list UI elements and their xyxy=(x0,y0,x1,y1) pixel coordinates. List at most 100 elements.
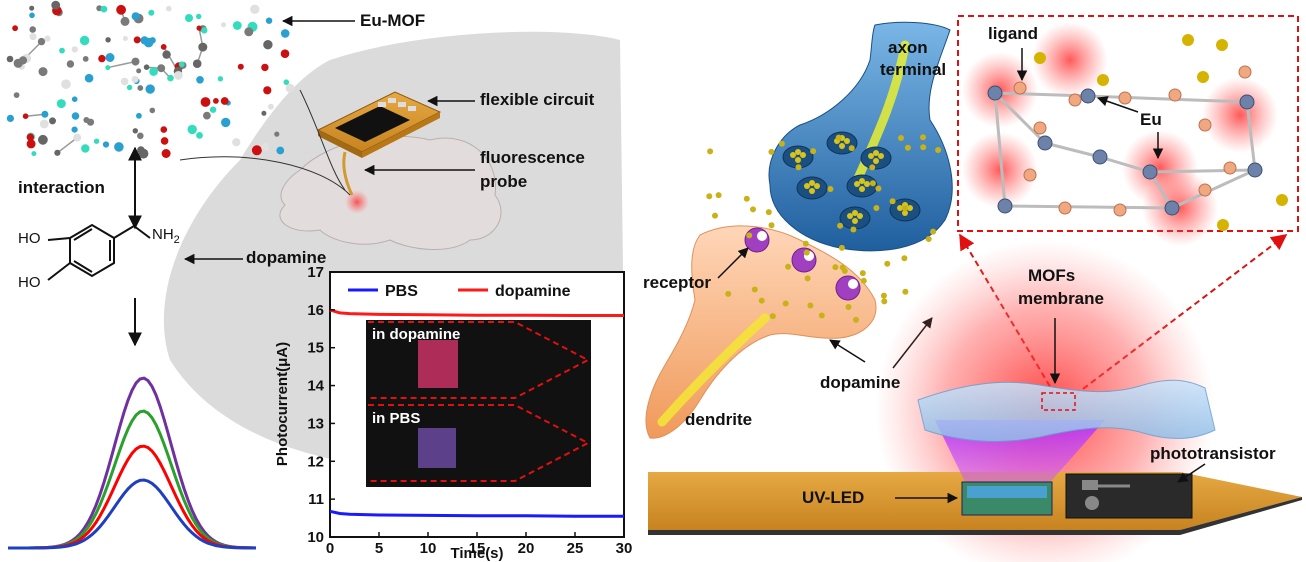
eu-glow xyxy=(962,132,1038,208)
ligand-node xyxy=(1013,81,1027,95)
dopamine-dot xyxy=(860,277,867,284)
vesicle-dopamine xyxy=(814,183,820,189)
crystal-atom xyxy=(120,16,130,26)
dendrite-label: dendrite xyxy=(685,410,753,429)
dopamine-dot xyxy=(746,232,753,239)
dopamine-dot xyxy=(807,302,814,309)
guest-dopamine xyxy=(1197,71,1209,83)
dopamine-dot xyxy=(902,205,908,212)
guest-dopamine xyxy=(1276,194,1288,206)
eu-node xyxy=(1247,162,1263,178)
crystal-atom xyxy=(143,64,150,70)
crystal-atom xyxy=(149,67,158,76)
spectrum-curve xyxy=(8,478,256,550)
crystal-atom xyxy=(192,59,202,68)
crystal-atom xyxy=(73,133,82,142)
phototransistor-label: phototransistor xyxy=(1150,444,1276,463)
vesicle-dopamine xyxy=(897,205,903,211)
dopamine-left-label: dopamine xyxy=(246,248,327,267)
dopamine-dot xyxy=(707,148,714,155)
dopamine-dot xyxy=(743,195,750,202)
crystal-atom xyxy=(283,79,290,85)
vesicle-dopamine xyxy=(868,153,874,159)
crystal-atom xyxy=(6,114,14,122)
crystal-atom xyxy=(84,73,94,83)
vesicle-dopamine xyxy=(809,188,815,194)
dopamine-dot xyxy=(750,206,756,213)
y-tick-label: 13 xyxy=(307,415,324,432)
crystal-atom xyxy=(26,139,36,149)
dopamine-dot xyxy=(706,193,713,200)
receptor-shape xyxy=(835,275,861,301)
ligand-node xyxy=(1033,121,1047,135)
vesicle-dopamine xyxy=(907,205,913,211)
dopamine-dot xyxy=(930,228,937,235)
eu-node xyxy=(1142,164,1158,180)
crystal-atom xyxy=(71,46,79,53)
ligand-node xyxy=(1238,65,1252,79)
crystal-atom xyxy=(12,25,18,32)
dopamine-dot xyxy=(795,164,802,171)
crystal-atom xyxy=(174,71,183,80)
crystal-atom xyxy=(138,148,149,159)
vesicle-dopamine xyxy=(859,178,865,184)
vesicle-dopamine xyxy=(790,152,796,158)
crystal-atom xyxy=(38,67,48,77)
crystal-atom xyxy=(196,25,202,31)
chart-series xyxy=(329,308,624,518)
crystal-atom xyxy=(285,83,295,93)
y-axis-title: Photocurrent(μA) xyxy=(274,342,291,466)
crystal-atom xyxy=(221,117,231,128)
y-tick-label: 17 xyxy=(307,264,324,281)
crystal-atom xyxy=(66,60,75,68)
ligand-node xyxy=(1068,93,1082,107)
probe-substrate-edge xyxy=(648,497,1302,535)
crystal-atom xyxy=(244,27,254,37)
crystal-atom xyxy=(105,53,115,62)
probe-glow-pbs xyxy=(418,428,456,468)
crystal-atom xyxy=(102,141,110,148)
crystal-atom xyxy=(160,44,167,50)
crystal-atom xyxy=(61,79,71,89)
inset-photo-pbs xyxy=(366,400,591,487)
crystal-atom xyxy=(263,86,272,95)
network-link xyxy=(1171,168,1256,210)
crystal-atom xyxy=(79,35,90,46)
membrane-zoom-box xyxy=(1041,392,1076,411)
crystal-atom xyxy=(22,113,29,119)
vesicle-dopamine xyxy=(844,138,850,144)
crystal-atom xyxy=(132,128,138,134)
crystal-atom xyxy=(56,99,66,109)
eu-glow xyxy=(1032,22,1108,98)
crystal-atom xyxy=(29,12,35,19)
legend-dopamine-label: dopamine xyxy=(495,283,571,300)
dopamine-dot xyxy=(859,270,866,277)
crystal-atom xyxy=(131,75,139,83)
crystal-atom xyxy=(250,4,260,14)
crystal-atom xyxy=(232,21,242,30)
crystal-atom xyxy=(116,4,126,15)
dopamine-dot xyxy=(841,267,848,274)
crystal-atom xyxy=(237,63,244,70)
crystal-atom xyxy=(209,106,217,113)
network-link xyxy=(1245,101,1257,171)
axon-arrow xyxy=(850,40,910,190)
ligand-node xyxy=(1118,91,1132,105)
dopamine-dot xyxy=(837,222,844,229)
crystal-atom xyxy=(185,14,193,22)
crystal-atom xyxy=(120,77,129,86)
crystal-atom xyxy=(220,97,229,105)
dopamine-dot xyxy=(845,304,852,310)
mofs-membrane-label-1: MOFs xyxy=(1028,266,1076,285)
crystal-atom xyxy=(82,56,89,62)
eu-node xyxy=(1164,200,1180,216)
dopamine-dot xyxy=(803,249,810,256)
dendrite-arrow xyxy=(657,313,770,427)
crystal-atom xyxy=(131,57,140,66)
dopamine-dot xyxy=(898,135,904,141)
dopamine-dot xyxy=(935,147,942,153)
dopamine-dot xyxy=(920,144,927,151)
crystal-atom xyxy=(178,61,185,68)
